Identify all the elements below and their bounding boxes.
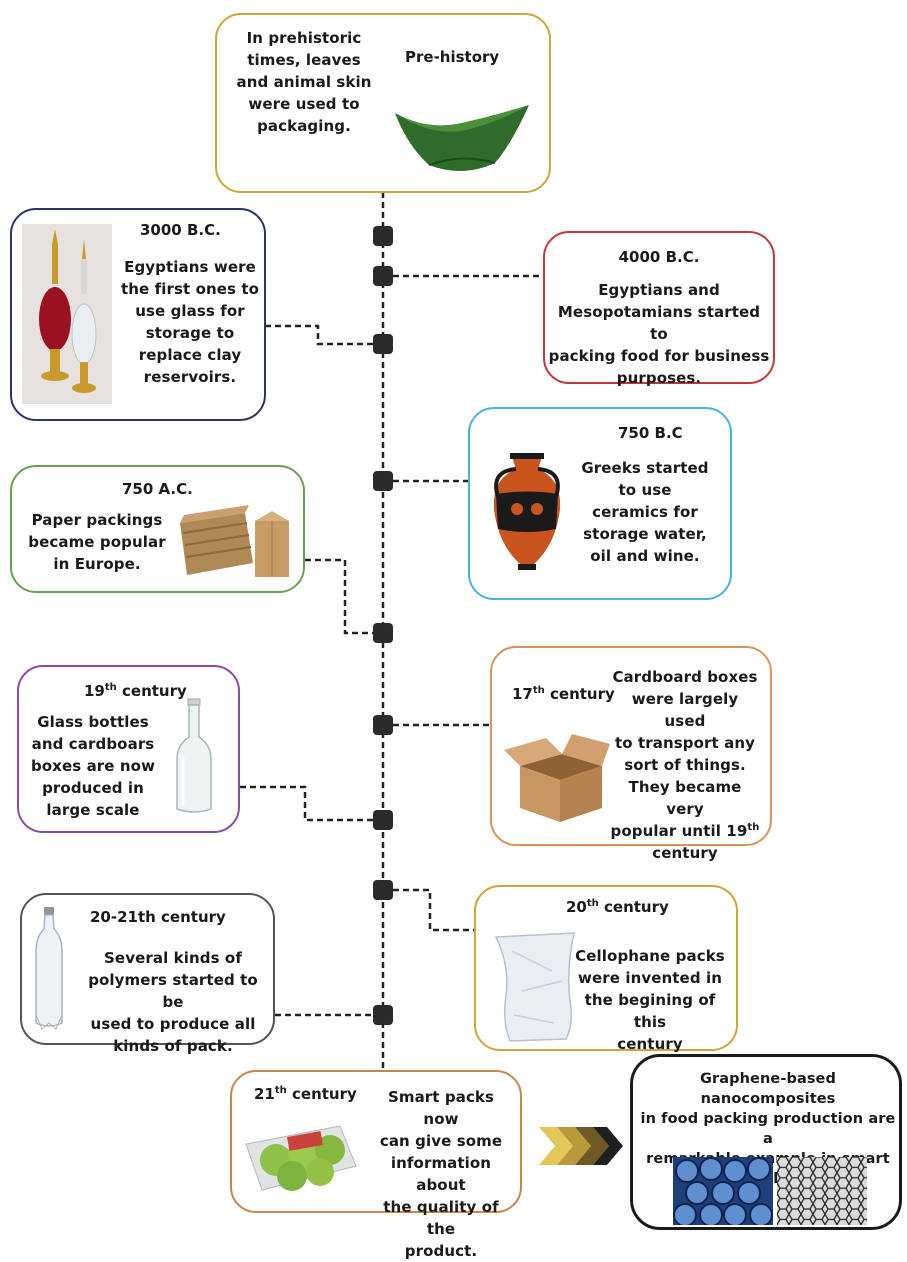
leaf-bowl-icon [395,105,529,172]
3000bc-text: Egyptians were the first ones to use gla… [120,258,260,386]
timeline-node [373,715,393,735]
timeline-node [373,623,393,643]
timeline-node [373,266,393,286]
glass-bottle-icon [176,698,212,813]
3000bc-title: 3000 B.C. [140,221,221,239]
4000bc-title: 4000 B.C. [618,248,700,266]
graphene-lattice-icon [777,1157,867,1225]
17c-box: 17th century Cardboard boxes were largel… [490,646,772,862]
chevron-arrows-icon [539,1127,623,1165]
19c-text: Glass bottles and cardboars boxes are no… [30,713,156,819]
cardboard-box-icon [504,734,610,822]
3000bc-box: 3000 B.C. Egyptians were the first ones … [10,208,266,421]
prehistory-box: In prehistoric times, leaves and animal … [215,13,551,193]
2021c-title: 20-21th century [90,908,226,926]
20c-text: Cellophane packs were invented in the be… [575,947,725,1053]
timeline-node [373,880,393,900]
timeline-node [373,334,393,354]
750bc-box: 750 B.C Greeks started to use ceramics f… [468,407,732,600]
cellophane-pack-icon [494,932,575,1042]
2021c-text: Several kinds of polymers started to be … [88,949,258,1055]
prehistory-title: Pre-history [405,48,500,66]
timeline-node [373,226,393,246]
smart-fruit-pack-icon [245,1125,357,1191]
21c-title: 21th century [254,1085,357,1103]
connector-19c [240,785,383,822]
17c-text: Cardboard boxes were largely used to tra… [610,668,760,862]
graphene-foam-icon [673,1157,773,1225]
glass-perfume-bottles-icon [22,224,112,404]
17c-title: 17th century [512,685,615,703]
20c-box: 20th century Cellophane packs were inven… [474,885,738,1053]
graphene-box: Graphene-based nanocomposites in food pa… [630,1054,902,1230]
timeline-node [373,471,393,491]
2021c-box: 20-21th century Several kinds of polymer… [20,893,275,1055]
prehistory-text: In prehistoric times, leaves and animal … [236,29,372,135]
connector-750ac [305,558,383,635]
750bc-title: 750 B.C [618,424,683,442]
plastic-bottle-icon [35,907,63,1030]
750ac-box: 750 A.C. Paper packings became popular i… [10,465,305,593]
connector-20c [383,888,475,932]
19c-title: 19th century [84,682,187,700]
19c-box: 19th century Glass bottles and cardboars… [17,665,240,833]
750ac-title: 750 A.C. [122,480,193,498]
paper-bags-icon [180,505,289,577]
connector-3000bc [265,324,383,346]
greek-amphora-icon [493,453,561,570]
timeline-node [373,1005,393,1025]
750ac-text: Paper packings became popular in Europe. [28,511,166,573]
21c-box: 21th century Smart packs now can give so… [230,1070,522,1260]
21c-text: Smart packs now can give some informatio… [379,1088,503,1260]
4000bc-text: Egyptians and Mesopotamians started to p… [548,281,770,387]
4000bc-box: 4000 B.C. Egyptians and Mesopotamians st… [543,231,775,387]
750bc-text: Greeks started to use ceramics for stora… [581,459,709,565]
20c-title: 20th century [566,898,669,916]
timeline-node [373,810,393,830]
